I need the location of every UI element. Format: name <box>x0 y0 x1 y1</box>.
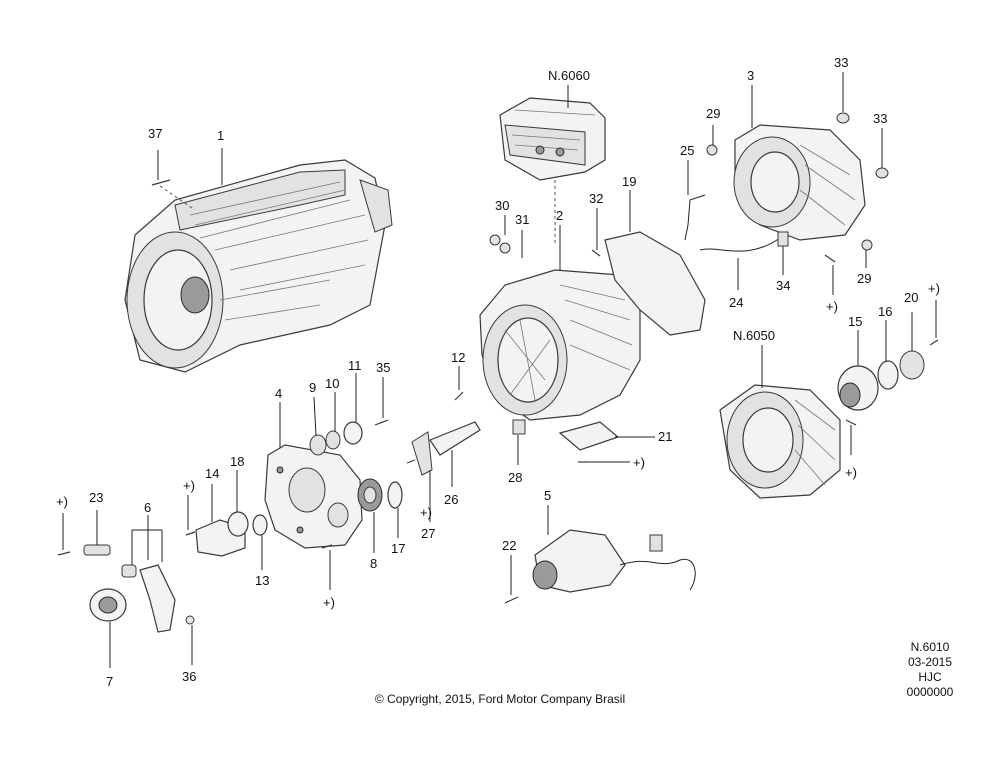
svg-text:N.6060: N.6060 <box>548 68 590 83</box>
svg-text:3: 3 <box>747 68 754 83</box>
clutch-actuator <box>532 529 696 593</box>
svg-text:24: 24 <box>729 295 743 310</box>
housing-gasket <box>604 231 706 336</box>
clutch-housing <box>719 384 841 499</box>
copyright-text: © Copyright, 2015, Ford Motor Company Br… <box>374 692 626 706</box>
svg-text:29: 29 <box>857 271 871 286</box>
svg-text:35: 35 <box>376 360 390 375</box>
svg-text:19: 19 <box>622 174 636 189</box>
svg-text:7: 7 <box>106 674 113 689</box>
svg-text:23: 23 <box>89 490 103 505</box>
svg-text:1: 1 <box>217 128 224 143</box>
svg-text:29: 29 <box>706 106 720 121</box>
svg-text:10: 10 <box>325 376 339 391</box>
svg-text:14: 14 <box>205 466 219 481</box>
front-cover <box>264 444 363 549</box>
svg-text:36: 36 <box>182 669 196 684</box>
svg-text:17: 17 <box>391 541 405 556</box>
transmission-assembly <box>124 159 393 373</box>
svg-text:32: 32 <box>589 191 603 206</box>
svg-text:+): +) <box>845 465 857 480</box>
svg-text:+): +) <box>826 299 838 314</box>
reference-date: 03-2015 <box>907 655 953 669</box>
svg-text:37: 37 <box>148 126 162 141</box>
rear-housing <box>733 124 866 241</box>
svg-text:16: 16 <box>878 304 892 319</box>
reference-code: N.6010 <box>910 640 950 654</box>
svg-text:15: 15 <box>848 314 862 329</box>
svg-text:30: 30 <box>495 198 509 213</box>
svg-text:22: 22 <box>502 538 516 553</box>
svg-text:27: 27 <box>421 526 435 541</box>
svg-text:18: 18 <box>230 454 244 469</box>
svg-text:33: 33 <box>873 111 887 126</box>
svg-text:+): +) <box>56 494 68 509</box>
svg-text:+): +) <box>323 595 335 610</box>
svg-text:20: 20 <box>904 290 918 305</box>
svg-text:28: 28 <box>508 470 522 485</box>
svg-text:2: 2 <box>556 208 563 223</box>
svg-text:33: 33 <box>834 55 848 70</box>
svg-text:25: 25 <box>680 143 694 158</box>
svg-text:8: 8 <box>370 556 377 571</box>
svg-text:11: 11 <box>348 358 362 373</box>
svg-text:21: 21 <box>658 429 672 444</box>
svg-text:+): +) <box>183 478 195 493</box>
reference-number: 0000000 <box>906 685 954 699</box>
svg-text:13: 13 <box>255 573 269 588</box>
svg-text:+): +) <box>420 505 432 520</box>
callout-labels: 1 2 3 4 5 6 7 8 9 10 11 12 13 14 15 16 1… <box>56 55 940 689</box>
svg-text:31: 31 <box>515 212 529 227</box>
svg-text:5: 5 <box>544 488 551 503</box>
svg-text:+): +) <box>928 281 940 296</box>
main-housing <box>479 269 641 421</box>
svg-text:9: 9 <box>309 380 316 395</box>
svg-text:12: 12 <box>451 350 465 365</box>
svg-text:34: 34 <box>776 278 790 293</box>
svg-text:4: 4 <box>275 386 282 401</box>
drawing-reference: N.6010 03-2015 HJC 0000000 <box>880 640 980 700</box>
svg-text:6: 6 <box>144 500 151 515</box>
svg-text:+): +) <box>633 455 645 470</box>
svg-text:N.6050: N.6050 <box>733 328 775 343</box>
svg-text:26: 26 <box>444 492 458 507</box>
reference-initials: HJC <box>918 670 942 684</box>
control-valve-block <box>499 97 606 181</box>
